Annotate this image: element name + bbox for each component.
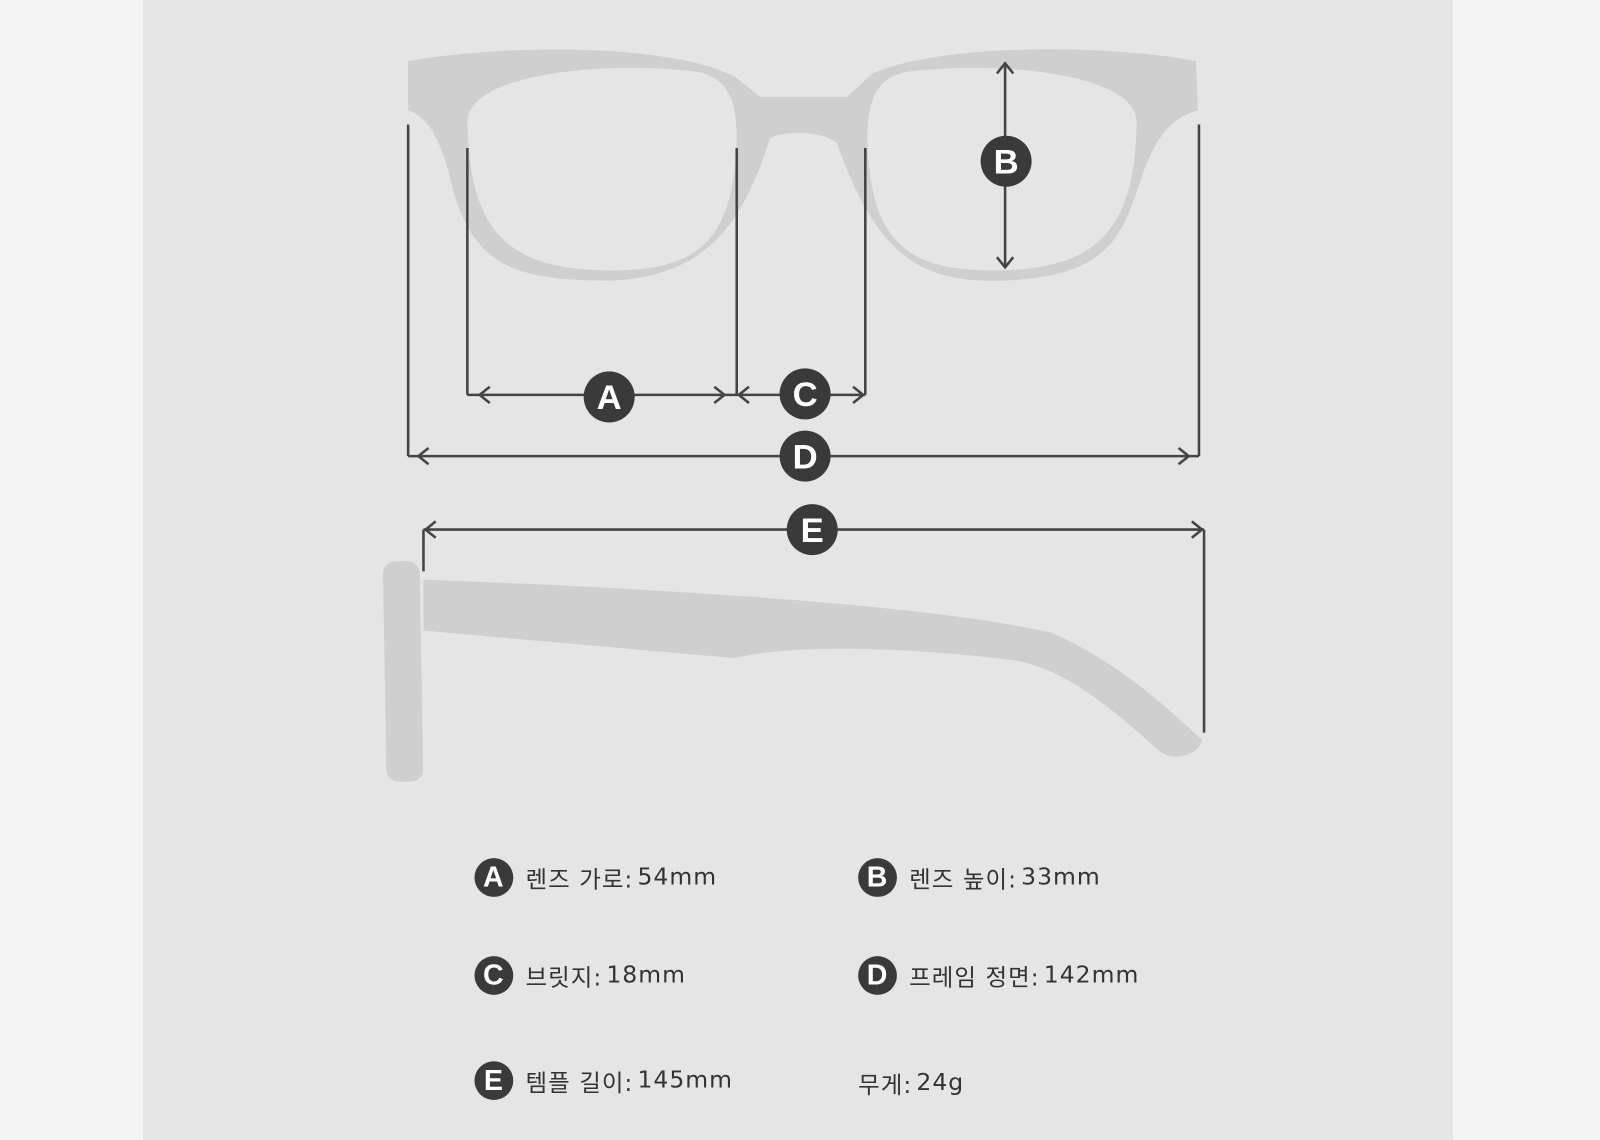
spec-lens-height: B 렌즈 높이: 33mm — [858, 857, 1101, 898]
badge-c: C — [779, 368, 831, 420]
spec-value: 54mm — [637, 864, 718, 891]
badge-e: E — [786, 504, 838, 556]
spec-label: 렌즈 가로: — [525, 867, 634, 894]
svg-text:C: C — [793, 376, 818, 414]
spec-lens-width: A 렌즈 가로: 54mm — [474, 857, 717, 898]
svg-text:D: D — [793, 438, 818, 476]
spec-weight: 무게: 24g — [858, 1062, 964, 1103]
temple-hinge — [382, 561, 424, 782]
spec-badge: D — [858, 956, 897, 995]
svg-text:B: B — [994, 143, 1019, 181]
badge-d: D — [779, 430, 831, 482]
spec-value: 142mm — [1043, 962, 1140, 989]
spec-badge: C — [474, 956, 514, 995]
spec-label: 렌즈 높이: — [909, 867, 1018, 894]
spec-label: 프레임 정면: — [909, 965, 1040, 992]
svg-text:A: A — [597, 379, 622, 417]
spec-value: 24g — [916, 1069, 965, 1096]
panel-background — [142, 0, 1454, 1140]
spec-badge: B — [858, 858, 897, 897]
spec-value: 145mm — [637, 1067, 734, 1094]
badge-a: A — [583, 371, 635, 423]
spec-label: 브릿지: — [525, 965, 603, 992]
glasses-temple-arm — [423, 579, 1203, 757]
spec-badge: E — [474, 1061, 514, 1100]
spec-badge: A — [474, 858, 514, 897]
spec-frame-front: D 프레임 정면: 142mm — [858, 955, 1139, 996]
svg-text:E: E — [801, 512, 824, 550]
spec-value: 18mm — [606, 962, 687, 989]
badge-b: B — [980, 135, 1032, 187]
spec-label: 무게: — [858, 1072, 913, 1099]
spec-value: 33mm — [1021, 864, 1101, 891]
spec-bridge: C 브릿지: 18mm — [474, 955, 686, 996]
glasses-front-frame — [408, 49, 1198, 281]
spec-temple-length: E 템플 길이: 145mm — [474, 1060, 733, 1101]
spec-label: 템플 길이: — [525, 1070, 634, 1097]
